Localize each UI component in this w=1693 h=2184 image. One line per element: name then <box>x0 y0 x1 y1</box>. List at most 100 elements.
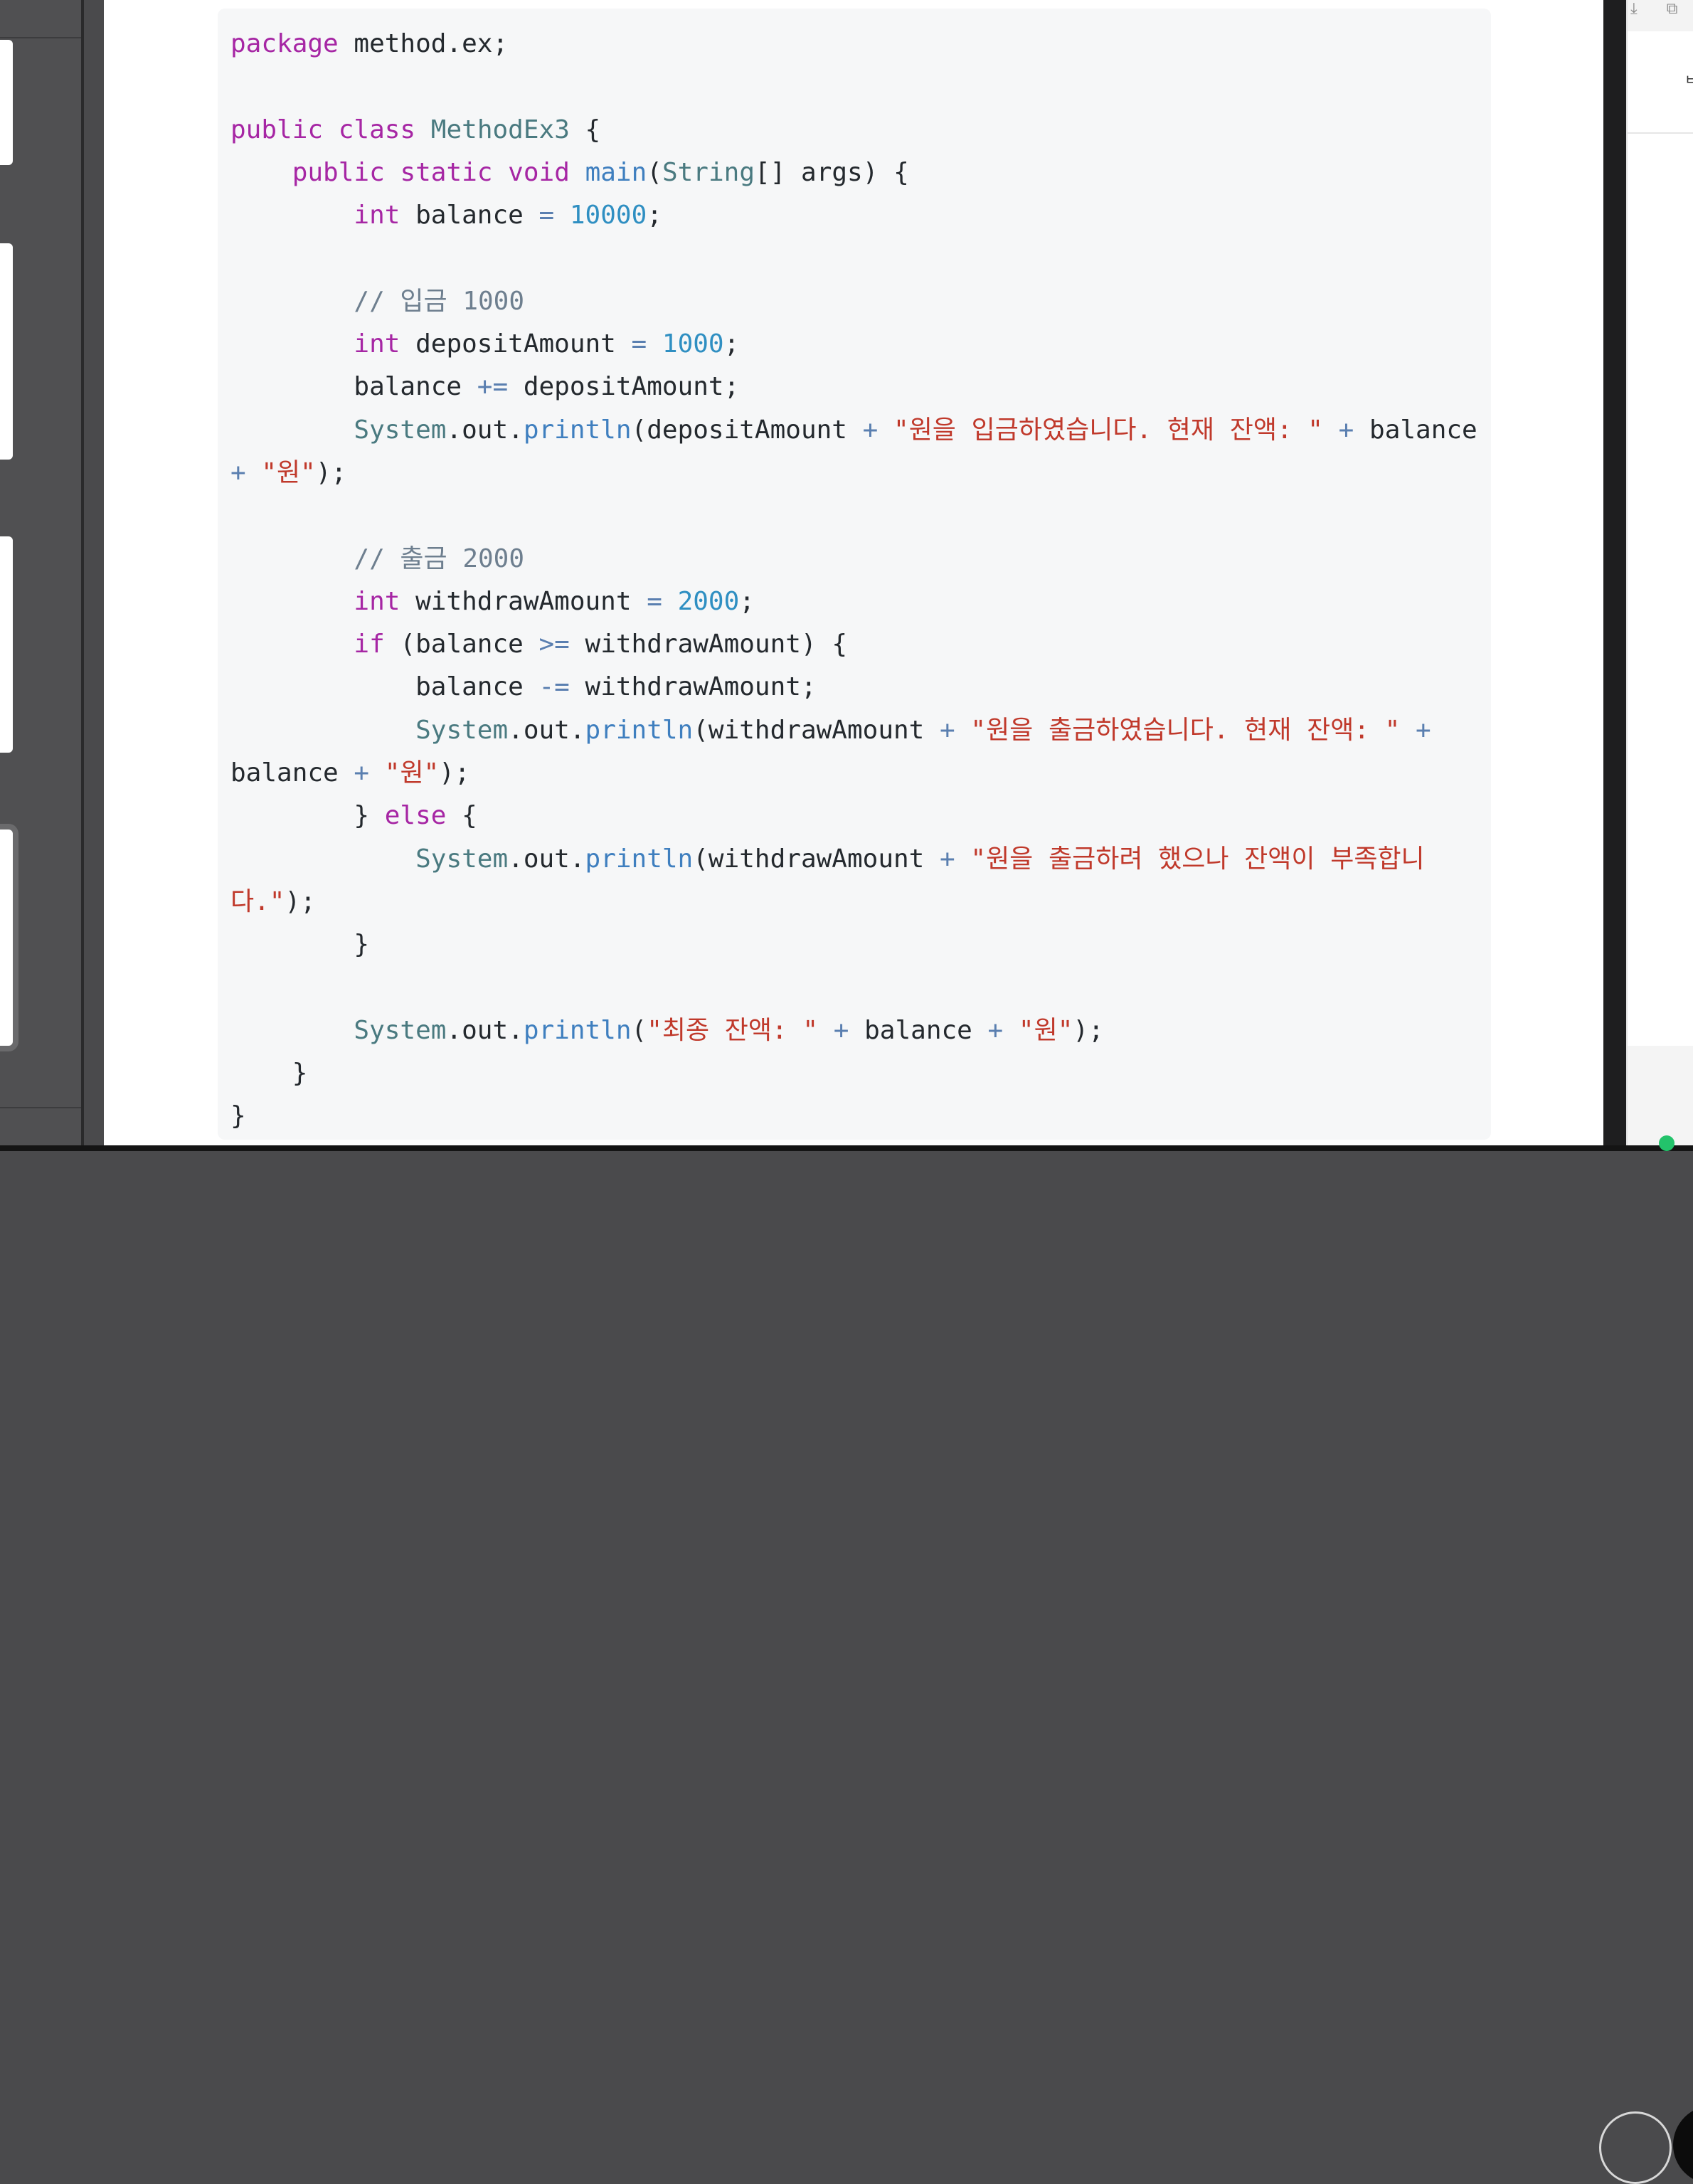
code-line: } <box>230 923 1491 966</box>
code-token: + <box>1338 415 1354 445</box>
side-panel: ㅂ <box>1599 0 1693 2184</box>
status-indicator-dot <box>1659 1135 1675 1151</box>
code-token: println <box>523 1015 632 1045</box>
code-token: 1000 <box>662 329 724 359</box>
download-icon[interactable]: ⤓ <box>1630 0 1638 18</box>
page-thumbnail-1[interactable] <box>0 40 13 165</box>
code-token <box>492 158 508 187</box>
code-token: println <box>585 715 694 745</box>
code-token: = <box>538 201 555 230</box>
code-token: depositAmount; <box>508 372 740 402</box>
code-token: "원을 출금하려 했으나 잔액이 부족합니 <box>970 844 1425 874</box>
code-token: ); <box>315 457 347 487</box>
code-token: [] args) { <box>755 157 909 187</box>
code-token: + <box>354 758 370 788</box>
code-token: 다." <box>230 886 285 916</box>
code-token <box>323 115 339 144</box>
code-token: -= <box>538 672 570 702</box>
page-thumbnail-2[interactable] <box>0 243 13 460</box>
code-token: ); <box>285 886 316 916</box>
code-token: if <box>354 630 385 659</box>
code-token <box>385 158 400 187</box>
code-token: balance <box>230 758 354 788</box>
code-token: ( <box>631 1015 647 1045</box>
code-token: int <box>354 201 400 230</box>
code-line: int withdrawAmount = 2000; <box>230 581 1491 623</box>
code-token: // 출금 2000 <box>354 544 525 573</box>
code-token: ); <box>439 758 470 788</box>
code-token: System <box>354 415 447 445</box>
code-token: else <box>384 801 447 831</box>
code-line: + "원"); <box>230 452 1491 494</box>
code-token <box>955 844 971 874</box>
code-token: 10000 <box>569 201 647 230</box>
code-token: "원" <box>261 457 316 487</box>
code-token <box>230 201 354 230</box>
code-token: 2000 <box>677 586 740 616</box>
code-token: balance <box>230 672 539 702</box>
code-token <box>1323 415 1339 445</box>
code-token: withdrawAmount; <box>569 672 817 702</box>
code-token: balance <box>230 372 477 402</box>
side-panel-glyph: ㅂ <box>1684 71 1693 88</box>
rail-divider <box>0 1107 81 1108</box>
code-token: balance <box>400 201 539 230</box>
code-line: } <box>230 1095 1491 1138</box>
code-line: System.out.println(withdrawAmount + "원을 … <box>230 838 1491 881</box>
document-page: package method.ex; public class MethodEx… <box>104 0 1603 1145</box>
code-token: String <box>662 157 755 187</box>
code-line: // 출금 2000 <box>230 538 1491 581</box>
code-line: } else { <box>230 795 1491 837</box>
code-token <box>647 329 662 359</box>
primary-circle-button[interactable] <box>1673 2106 1693 2184</box>
code-token: withdrawAmount <box>400 586 647 616</box>
code-line: balance += depositAmount; <box>230 366 1491 408</box>
code-token: ; <box>739 586 755 616</box>
code-token: ; <box>723 329 740 359</box>
code-line: int balance = 10000; <box>230 194 1491 237</box>
code-token: balance <box>1354 415 1477 445</box>
window-icon[interactable]: ⧉ <box>1666 0 1678 18</box>
code-token: + <box>862 415 879 445</box>
code-token: int <box>354 329 400 359</box>
code-token: System <box>415 715 509 745</box>
code-token: System <box>354 1015 447 1045</box>
code-token: ( <box>647 157 662 187</box>
code-token: ; <box>647 201 662 230</box>
rail-divider <box>0 37 81 38</box>
code-token: .out. <box>508 844 585 874</box>
code-token <box>1400 716 1416 745</box>
code-line: balance -= withdrawAmount; <box>230 666 1491 709</box>
side-panel-footer <box>1599 1046 1693 2184</box>
code-token: void <box>508 157 570 187</box>
code-token <box>554 201 570 230</box>
code-token <box>230 1016 354 1045</box>
code-token: println <box>523 415 632 445</box>
code-line <box>230 65 1491 108</box>
code-token <box>415 115 431 144</box>
page-thumbnail-3[interactable] <box>0 536 13 753</box>
code-token: ); <box>1073 1015 1104 1045</box>
code-token: balance <box>849 1015 988 1045</box>
code-token: { <box>446 801 477 831</box>
code-line: // 입금 1000 <box>230 280 1491 323</box>
code-line <box>230 237 1491 280</box>
code-token: "원을 출금하였습니다. 현재 잔액: " <box>970 715 1401 745</box>
bottom-status-strip <box>0 1145 1693 1151</box>
code-token: } <box>230 1101 246 1131</box>
code-token: (withdrawAmount <box>693 844 940 874</box>
code-token <box>369 758 385 788</box>
code-token <box>570 158 585 187</box>
code-token: public <box>292 157 385 187</box>
code-token: method.ex; <box>338 29 509 58</box>
code-line: public static void main(String[] args) { <box>230 152 1491 194</box>
code-token <box>1003 1016 1019 1045</box>
code-line <box>230 494 1491 537</box>
code-token <box>230 630 354 659</box>
code-token <box>230 329 354 359</box>
page-thumbnail-4-selected[interactable] <box>0 829 13 1046</box>
circle-outline-button[interactable] <box>1599 2111 1672 2184</box>
rail-edge <box>81 0 84 1151</box>
code-token: >= <box>538 630 570 659</box>
code-token: } <box>230 801 385 831</box>
